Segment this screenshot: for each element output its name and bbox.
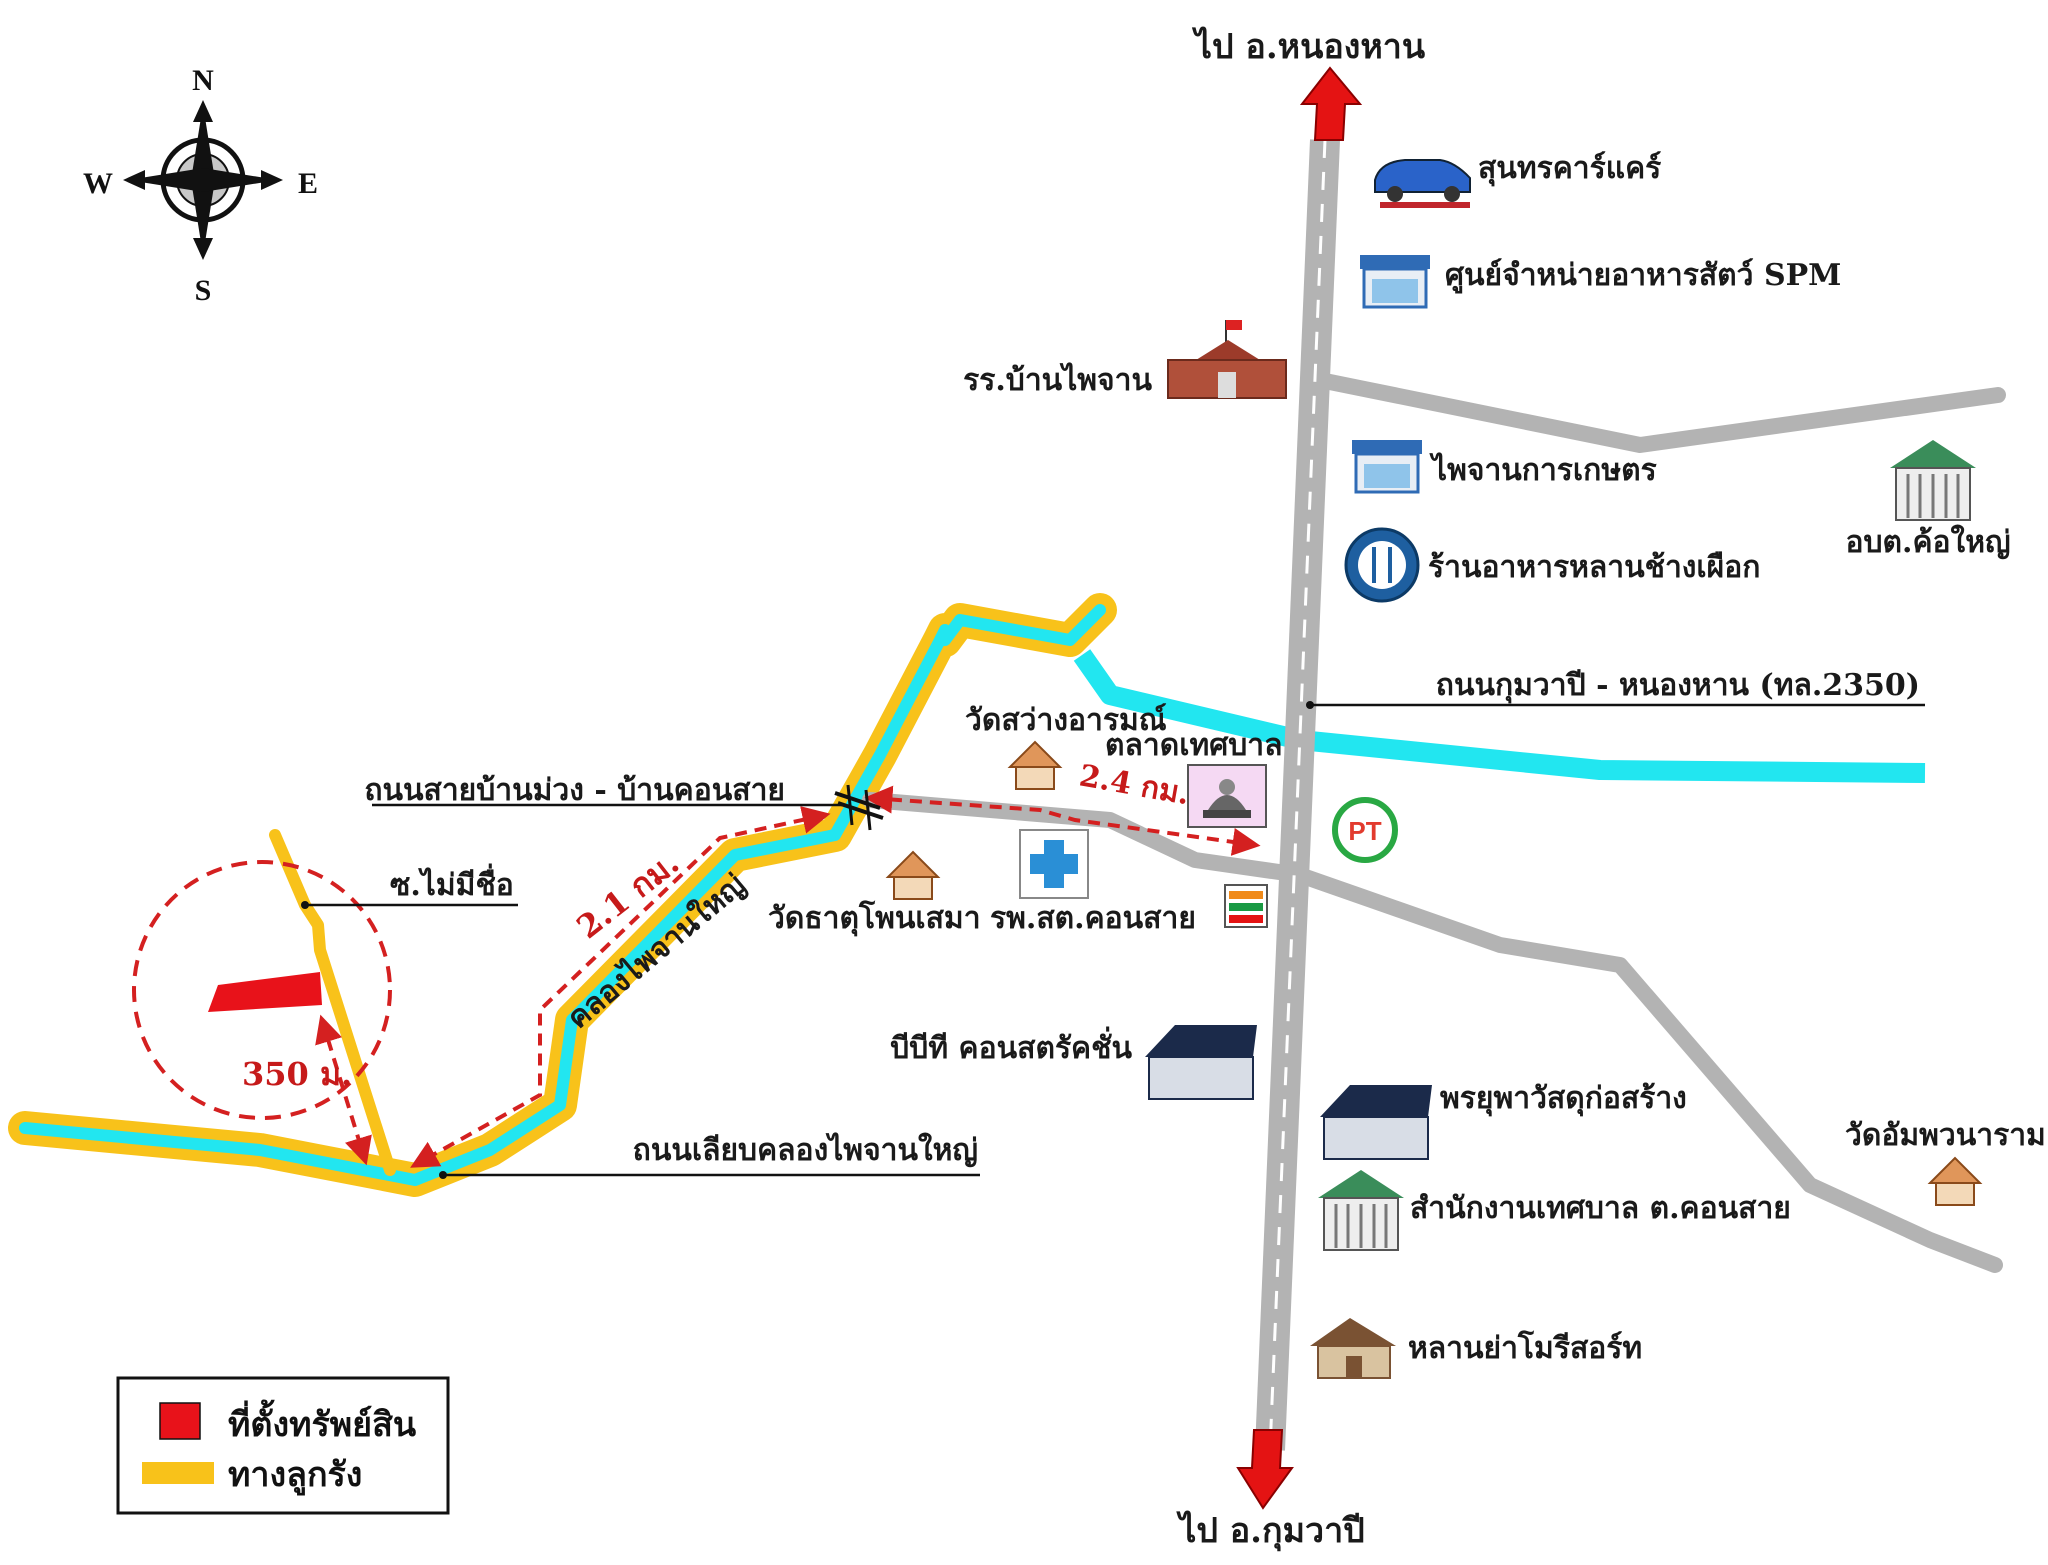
bbt-label: บีบีที คอนสตรัคชั่น — [890, 1026, 1132, 1066]
legend: ที่ตั้งทรัพย์สิน ทางลูกรัง — [116, 1376, 450, 1515]
legend-property-swatch — [159, 1402, 201, 1440]
feed-store-label: ศูนย์จำหน่ายอาหารสัตว์ SPM — [1445, 258, 1841, 294]
property-marker — [208, 972, 322, 1012]
temple-icon-sawang — [1007, 740, 1063, 790]
compass-north-label: N — [192, 64, 214, 97]
compass-south-label: S — [195, 274, 212, 307]
compass-east-label: E — [298, 167, 318, 200]
soi-label: ซ.ไม่มีชื่อ — [390, 863, 514, 903]
office-label: สำนักงานเทศบาล ต.คอนสาย — [1410, 1191, 1791, 1226]
compass-west-label: W — [83, 167, 113, 200]
north-arrow-icon — [1299, 66, 1363, 141]
builder-label: พรยุพาวัสดุก่อสร้าง — [1440, 1081, 1687, 1117]
distance-arrow-21 — [410, 806, 831, 1168]
temple-icon-ampawa — [1927, 1156, 1983, 1206]
canal-road — [8, 593, 1117, 1197]
to-south-label: ไป อ.กุมวาปี — [1176, 1510, 1365, 1552]
to-north-label: ไป อ.หนองหาน — [1192, 26, 1425, 67]
warehouse-icon-bbt — [1145, 1025, 1257, 1100]
south-arrow-icon — [1236, 1429, 1294, 1510]
legend-property-label: ที่ตั้งทรัพย์สิน — [228, 1399, 416, 1445]
school-label: รร.บ้านไพจาน — [963, 362, 1152, 398]
restaurant-icon — [1344, 527, 1420, 603]
wat-that-label: วัดธาตุโพนเสมา — [768, 899, 981, 937]
hospital-icon — [1019, 829, 1089, 899]
school-icon — [1167, 320, 1287, 399]
bridge-icon — [834, 784, 884, 831]
wat-sawang-label: วัดสว่างอารมณ์ — [965, 703, 1167, 738]
compass-icon — [123, 100, 283, 260]
distance-350-label: 350 ม. — [242, 1055, 352, 1093]
shop-icon-agri — [1352, 440, 1422, 494]
distance-arrow-24 — [864, 785, 1261, 856]
highway-label: ถนนกุมวาปี - หนองหาน (ทล.2350) — [1436, 668, 1920, 704]
village-road-label: ถนนสายบ้านม่วง - บ้านคอนสาย — [364, 773, 785, 808]
car-icon — [1374, 159, 1471, 208]
resort-house-icon — [1310, 1318, 1396, 1379]
pt-logo-text: PT — [1348, 816, 1381, 846]
car-care-label: สุนทรคาร์แคร์ — [1478, 151, 1661, 187]
hospital-label: รพ.สต.คอนสาย — [990, 901, 1196, 936]
legend-route-label: ทางลูกรัง — [228, 1455, 362, 1496]
warehouse-icon-builder — [1320, 1085, 1432, 1160]
government-building-icon — [1890, 440, 1976, 521]
market-label: ตลาดเทศบาล — [1105, 728, 1283, 763]
distance-24-label: 2.4 กม. — [1077, 758, 1192, 812]
municipal-office-icon — [1318, 1170, 1404, 1251]
wat-ampawa-label: วัดอัมพวนาราม — [1845, 1118, 2046, 1153]
property-radius — [132, 860, 392, 1120]
highway-2350 — [1255, 139, 1340, 1451]
shop-icon — [1360, 255, 1430, 309]
market-icon — [1187, 764, 1267, 828]
distance-arrow-350 — [315, 1014, 372, 1166]
canal-road-label: ถนนเลียบคลองไพจานใหญ่ — [633, 1132, 978, 1168]
pt-logo-icon: PT — [1332, 797, 1398, 863]
temple-icon-that — [885, 850, 941, 900]
resort-label: หลานย่าโมรีสอร์ท — [1408, 1329, 1642, 1366]
road-east-branch — [1312, 372, 2006, 453]
convenience-store-icon — [1224, 884, 1268, 928]
legend-route-swatch — [142, 1462, 214, 1484]
agri-label: ไพจานการเกษตร — [1429, 452, 1657, 488]
restaurant-label: ร้านอาหารหลานช้างเผือก — [1428, 550, 1760, 585]
obt-label: อบต.ค้อใหญ่ — [1845, 524, 2010, 560]
